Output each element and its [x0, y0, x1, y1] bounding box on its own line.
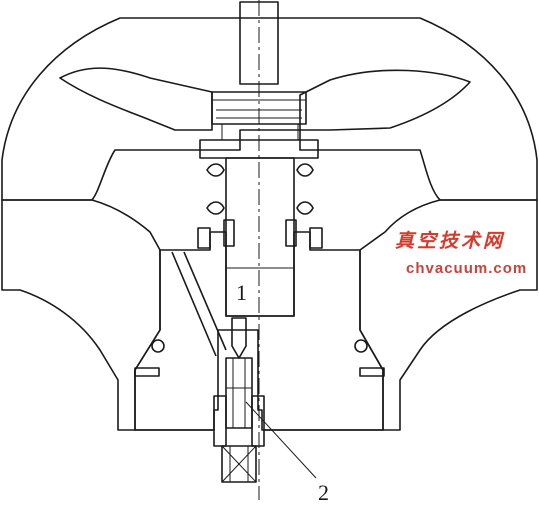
seal-rings	[197, 219, 323, 249]
pilot-stem	[225, 357, 253, 429]
watermark-domain: chvacuum.com	[406, 260, 527, 277]
label-part-2: 2	[318, 480, 329, 505]
gland-collar	[199, 139, 319, 159]
leader-line-2	[245, 401, 317, 479]
label-part-1: 1	[236, 280, 247, 305]
housing-right-lobe	[359, 199, 538, 431]
pilot-bushing-left	[213, 395, 227, 447]
housing-inner-contour-right	[299, 69, 471, 131]
housing-left-lobe	[1, 199, 161, 431]
vent-channel	[171, 251, 227, 357]
housing-inner-contour	[59, 67, 213, 131]
spring	[206, 163, 314, 215]
watermark-chinese: 真空技术网	[395, 230, 505, 252]
pilot-plug	[221, 445, 257, 483]
gland-cap	[211, 91, 307, 125]
housing-dome	[1, 17, 538, 201]
side-orings	[134, 339, 385, 377]
pilot-needle	[231, 317, 247, 359]
